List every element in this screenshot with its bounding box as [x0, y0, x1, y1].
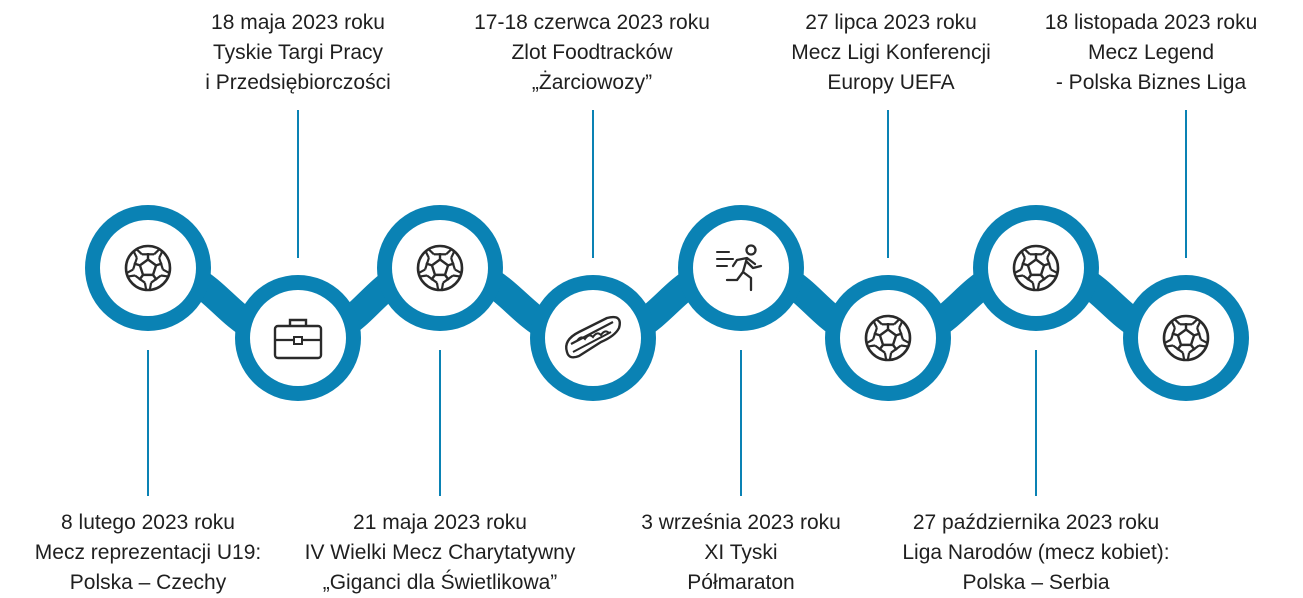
event-subtitle: „Giganci dla Świetlikowa” — [322, 571, 558, 594]
event-label-1: 8 lutego 2023 roku Mecz reprezentacji U1… — [0, 508, 298, 598]
event-title: XI Tyski — [704, 541, 778, 564]
event-date: 21 maja 2023 roku — [353, 511, 527, 534]
node-face — [392, 220, 488, 316]
event-label-3: 21 maja 2023 roku IV Wielki Mecz Charyta… — [290, 508, 590, 598]
briefcase-icon — [273, 318, 323, 360]
soccer-ball-icon — [1162, 314, 1210, 362]
event-title: Mecz reprezentacji U19: — [34, 541, 262, 564]
event-subtitle: i Przedsiębiorczości — [205, 71, 391, 94]
event-subtitle: Polska – Czechy — [69, 571, 227, 594]
event-date: 27 października 2023 roku — [912, 511, 1160, 534]
event-date: 8 lutego 2023 roku — [61, 511, 235, 534]
event-date: 3 września 2023 roku — [641, 511, 841, 534]
event-subtitle: - Polska Biznes Liga — [1055, 71, 1247, 94]
soccer-ball-icon — [416, 244, 464, 292]
timeline-node-3 — [377, 205, 503, 331]
node-face — [1138, 290, 1234, 386]
timeline-node-6 — [825, 275, 951, 401]
event-label-8: 18 listopada 2023 roku Mecz Legend - Pol… — [1003, 8, 1299, 98]
event-date: 17-18 czerwca 2023 roku — [474, 11, 710, 34]
event-subtitle: Polska – Serbia — [962, 571, 1110, 594]
event-title: Mecz Ligi Konferencji — [791, 41, 991, 64]
event-label-6: 27 lipca 2023 roku Mecz Ligi Konferencji… — [741, 8, 1041, 98]
node-face — [988, 220, 1084, 316]
hot-dog-icon — [565, 315, 621, 359]
event-title: IV Wielki Mecz Charytatywny — [304, 541, 576, 564]
timeline-node-7 — [973, 205, 1099, 331]
node-face — [840, 290, 936, 386]
event-title: Liga Narodów (mecz kobiet): — [902, 541, 1170, 564]
timeline-node-4 — [530, 275, 656, 401]
timeline-node-5 — [678, 205, 804, 331]
soccer-ball-icon — [1012, 244, 1060, 292]
event-subtitle: Europy UEFA — [827, 71, 955, 94]
event-date: 27 lipca 2023 roku — [805, 11, 977, 34]
event-subtitle: „Żarciowozy” — [531, 71, 653, 94]
event-date: 18 listopada 2023 roku — [1044, 11, 1258, 34]
event-subtitle: Półmaraton — [687, 571, 795, 594]
event-label-4: 17-18 czerwca 2023 roku Zlot Foodtracków… — [442, 8, 742, 98]
soccer-ball-icon — [864, 314, 912, 362]
node-face — [693, 220, 789, 316]
event-label-7: 27 października 2023 roku Liga Narodów (… — [886, 508, 1186, 598]
event-label-5: 3 września 2023 roku XI Tyski Półmaraton — [591, 508, 891, 598]
event-date: 18 maja 2023 roku — [211, 11, 385, 34]
event-label-2: 18 maja 2023 roku Tyskie Targi Pracy i P… — [148, 8, 448, 98]
soccer-ball-icon — [124, 244, 172, 292]
node-face — [100, 220, 196, 316]
timeline-node-1 — [85, 205, 211, 331]
event-title: Zlot Foodtracków — [511, 41, 673, 64]
event-title: Tyskie Targi Pracy — [213, 41, 383, 64]
timeline-node-8 — [1123, 275, 1249, 401]
event-title: Mecz Legend — [1087, 41, 1215, 64]
runner-icon — [716, 244, 763, 292]
timeline-node-2 — [235, 275, 361, 401]
